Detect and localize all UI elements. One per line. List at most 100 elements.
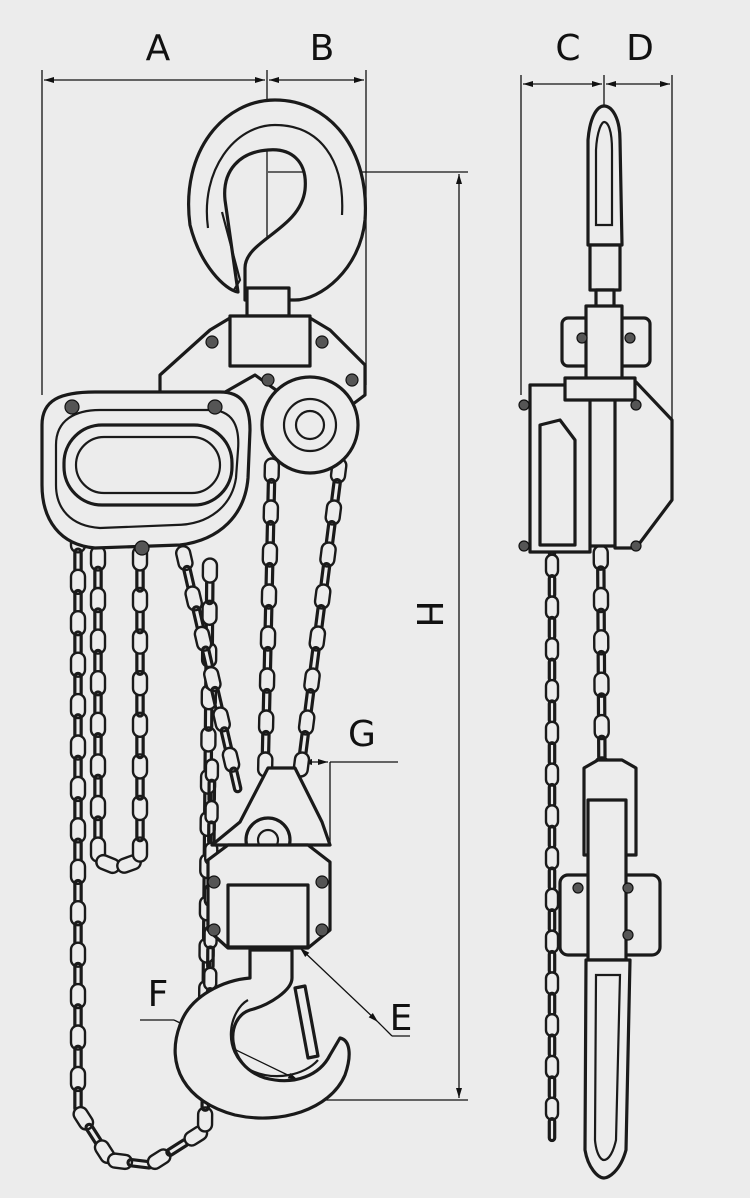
label-f: F: [148, 974, 169, 1015]
chain-link: [544, 553, 560, 578]
chain-link: [89, 670, 107, 697]
chain-link: [193, 625, 213, 652]
dimension-labels: A B C D G F E H: [146, 28, 654, 1039]
chain-link: [303, 667, 321, 694]
chain-link: [593, 713, 610, 741]
chain-link: [547, 657, 557, 683]
chain-link: [89, 586, 107, 614]
chain-link: [547, 949, 557, 976]
chain-link: [547, 1033, 557, 1059]
chain-link: [69, 1024, 87, 1051]
chain-link: [544, 678, 560, 704]
side-housing: [518, 376, 674, 554]
chain-link: [131, 711, 149, 738]
chain-link: [203, 666, 222, 693]
chain-link: [547, 1116, 557, 1143]
chain-link: [228, 766, 243, 794]
chain-link: [69, 817, 87, 844]
chain-link: [593, 671, 610, 698]
label-d: D: [626, 28, 654, 69]
chain-link: [592, 586, 610, 614]
chain-link: [544, 804, 560, 829]
label-h: H: [408, 600, 449, 627]
chain-link: [89, 794, 107, 822]
chain-link: [89, 753, 107, 780]
side-top-hook: [586, 104, 624, 314]
chain-link: [131, 586, 149, 614]
chain-link: [544, 1054, 560, 1080]
side-bottom-block: [558, 758, 662, 1180]
chain-link: [547, 574, 557, 600]
label-b: B: [310, 28, 335, 69]
chain-link: [547, 782, 557, 809]
chain-link: [204, 799, 219, 825]
chain-link: [69, 858, 87, 885]
chain-link: [260, 583, 278, 610]
chain-link: [262, 499, 280, 526]
chain-link: [131, 628, 149, 655]
chain-link: [184, 585, 203, 612]
top-hook: [187, 98, 367, 318]
gear-housing: [40, 390, 252, 556]
label-e: E: [390, 998, 413, 1039]
chain-link: [69, 568, 87, 595]
chain-link: [69, 610, 87, 637]
chain-link: [69, 651, 87, 678]
label-g: G: [348, 714, 376, 755]
chain-link: [69, 941, 87, 968]
chain-link: [547, 991, 557, 1017]
chain-link: [263, 457, 281, 484]
chain-link: [257, 709, 275, 736]
chain-link: [547, 908, 557, 934]
chain-link: [106, 1152, 134, 1171]
bottom-hook: [173, 948, 351, 1120]
chain-link: [200, 726, 217, 753]
chain-link: [313, 583, 332, 610]
chain-link: [547, 1075, 557, 1101]
chain-link: [201, 599, 218, 626]
chain-link: [69, 734, 87, 761]
chain-link: [221, 746, 241, 773]
chain-link: [544, 595, 560, 620]
chain-link: [89, 628, 107, 655]
chain-link: [258, 667, 276, 694]
chain-link: [547, 699, 557, 725]
label-c: C: [555, 28, 580, 69]
chain-link: [544, 1012, 560, 1038]
side-view: [518, 104, 674, 1180]
chain-link: [544, 637, 560, 662]
chain-link: [69, 1065, 87, 1093]
chain-link: [547, 615, 557, 641]
bottom-block: [206, 766, 332, 950]
chain-link: [146, 1148, 172, 1171]
chain-link: [201, 557, 219, 584]
chain-link: [131, 836, 149, 863]
chain-link: [69, 982, 87, 1010]
chain-link: [324, 499, 343, 526]
chain-link: [69, 900, 87, 927]
chain-link: [544, 1096, 560, 1121]
chain-link: [319, 541, 337, 568]
chain-link: [544, 929, 560, 954]
chain-link: [593, 629, 610, 656]
chain-link: [544, 845, 560, 871]
chain-link: [131, 670, 149, 697]
label-a: A: [146, 28, 171, 69]
chain-link: [547, 824, 557, 850]
chain-link: [131, 794, 149, 822]
chain-link: [69, 692, 87, 720]
load-sheave: [260, 375, 360, 475]
hand-chain: [69, 457, 348, 1171]
chain-link: [547, 866, 557, 892]
chain-link: [89, 711, 107, 738]
chain-link: [261, 541, 279, 568]
chain-link: [259, 625, 277, 652]
front-view: [40, 98, 367, 1171]
chain-link: [131, 753, 149, 780]
chain-link: [204, 758, 220, 783]
chain-link: [544, 971, 560, 996]
chain-link: [196, 1106, 214, 1133]
chain-link: [544, 720, 560, 745]
